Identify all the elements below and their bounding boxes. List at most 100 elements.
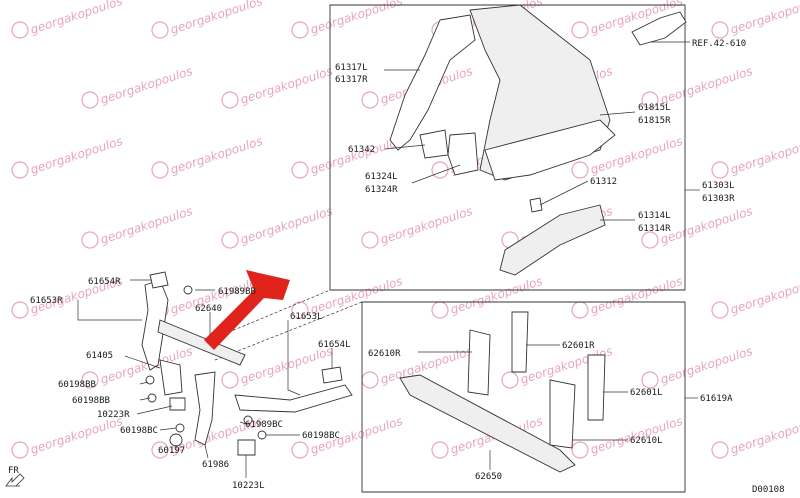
watermark-emblem-icon (361, 231, 379, 249)
part-61312-bolt (529, 197, 543, 213)
watermark-logo: georgakopoulos (711, 414, 800, 459)
watermark-logo: georgakopoulos (711, 274, 800, 319)
label-61815L: 61815L (638, 103, 671, 113)
leader-61312 (539, 180, 589, 206)
watermark-logo: georgakopoulos (641, 64, 755, 109)
watermark-logo: georgakopoulos (81, 64, 195, 109)
part-60198BC-bolt-b (257, 430, 267, 440)
watermark-emblem-icon (571, 441, 589, 459)
leader-61815 (599, 111, 636, 116)
leader-10223R (136, 405, 173, 415)
label-10223L: 10223L (232, 481, 265, 491)
watermark-logo: georgakopoulos (151, 0, 265, 39)
part-61653R-rail (141, 279, 169, 371)
label-61405: 61405 (86, 351, 113, 361)
watermark-emblem-icon (571, 21, 589, 39)
watermark-emblem-icon (151, 161, 169, 179)
watermark-logo: georgakopoulos (151, 134, 264, 179)
label-diagram-code: D00108 (752, 485, 785, 495)
watermark-emblem-icon (151, 21, 169, 39)
part-61303-sidemember (484, 119, 616, 181)
label-60198BC-a: 60198BC (120, 426, 158, 436)
watermark-logo: georgakopoulos (711, 134, 800, 179)
watermark-text: georgakopoulos (309, 274, 405, 317)
watermark-emblem-icon (11, 441, 29, 459)
watermark-emblem-icon (11, 21, 29, 39)
label-61314R: 61314R (638, 224, 671, 234)
part-62601R-panel (511, 311, 529, 373)
label-60197: 60197 (158, 446, 185, 456)
label-62610L: 62610L (630, 436, 663, 446)
part-61324-bracket (447, 132, 479, 176)
label-60198BB-a: 60198BB (58, 380, 96, 390)
label-61312: 61312 (590, 177, 617, 187)
watermark-emblem-icon (431, 301, 449, 319)
watermark-text: georgakopoulos (99, 64, 195, 107)
label-61989BB: 61989BB (218, 287, 256, 297)
watermark-logo: georgakopoulos (571, 274, 685, 319)
leader-61405 (124, 355, 161, 369)
watermark-text: georgakopoulos (29, 0, 125, 37)
part-62601L-panel (587, 354, 606, 421)
watermark-emblem-icon (501, 371, 519, 389)
watermark-text: georgakopoulos (729, 0, 800, 37)
part-61654L-bracket (321, 366, 343, 384)
watermark-text: georgakopoulos (169, 0, 265, 37)
label-fr: FR (8, 466, 19, 476)
watermark-logo: georgakopoulos (711, 0, 800, 39)
leader-61989BC (239, 421, 247, 425)
part-60198BB-bolt-b (147, 393, 157, 403)
part-61989BC-bolt (243, 415, 253, 425)
label-61324R: 61324R (365, 185, 398, 195)
label-61317L: 61317L (335, 63, 368, 73)
watermark-emblem-icon (571, 301, 589, 319)
watermark-text: georgakopoulos (29, 414, 125, 457)
watermark-emblem-icon (431, 161, 449, 179)
watermark-text: georgakopoulos (379, 204, 475, 247)
label-62610R: 62610R (368, 349, 401, 359)
part-61317-apron (389, 14, 476, 151)
label-61654R: 61654R (88, 277, 121, 287)
watermark-emblem-icon (11, 301, 29, 319)
part-61653L-rail (234, 384, 353, 413)
watermark-emblem-icon (81, 371, 99, 389)
watermark-text: georgakopoulos (589, 274, 685, 317)
watermark-emblem-icon (81, 91, 99, 109)
part-61654R-bracket (149, 271, 169, 289)
part-61989BB-bolt (183, 285, 193, 295)
label-61303L: 61303L (702, 181, 735, 191)
label-61342: 61342 (348, 145, 375, 155)
watermark-emblem-icon (221, 371, 239, 389)
watermark-emblem-icon (291, 21, 309, 39)
part-62650-lower-tie (399, 374, 576, 473)
label-62601L: 62601L (630, 388, 663, 398)
part-62610R-panel (467, 329, 491, 396)
label-61314L: 61314L (638, 211, 671, 221)
watermark-logo: georgakopoulos (431, 274, 545, 319)
watermark-emblem-icon (711, 21, 729, 39)
part-62610L-panel (549, 379, 576, 449)
part-61405-bracket (159, 359, 183, 396)
watermark-logo: georgakopoulos (11, 0, 125, 39)
watermark-text: georgakopoulos (239, 204, 335, 247)
watermark-text: georgakopoulos (239, 64, 335, 107)
watermark-emblem-icon (711, 161, 729, 179)
part-60197-clip (169, 433, 183, 447)
part-61314-member (499, 204, 606, 276)
watermark-text: georgakopoulos (659, 64, 755, 107)
label-61815R: 61815R (638, 116, 671, 126)
watermark-text: georgakopoulos (239, 344, 335, 387)
part-60198BC-bolt-a (175, 423, 185, 433)
watermark-logo: georgakopoulos (11, 414, 125, 459)
watermark-logo: georgakopoulos (641, 344, 754, 389)
watermark-logo: georgakopoulos (571, 414, 684, 459)
watermark-text: georgakopoulos (449, 274, 545, 317)
label-ref-42-610: REF.42-610 (692, 39, 746, 49)
label-61619A: 61619A (700, 394, 733, 404)
lower-assembly-box (361, 301, 686, 493)
label-61989BC: 61989BC (245, 420, 283, 430)
watermark-text: georgakopoulos (99, 204, 195, 247)
label-61986: 61986 (202, 460, 229, 470)
watermark-logo: georgakopoulos (81, 204, 195, 249)
